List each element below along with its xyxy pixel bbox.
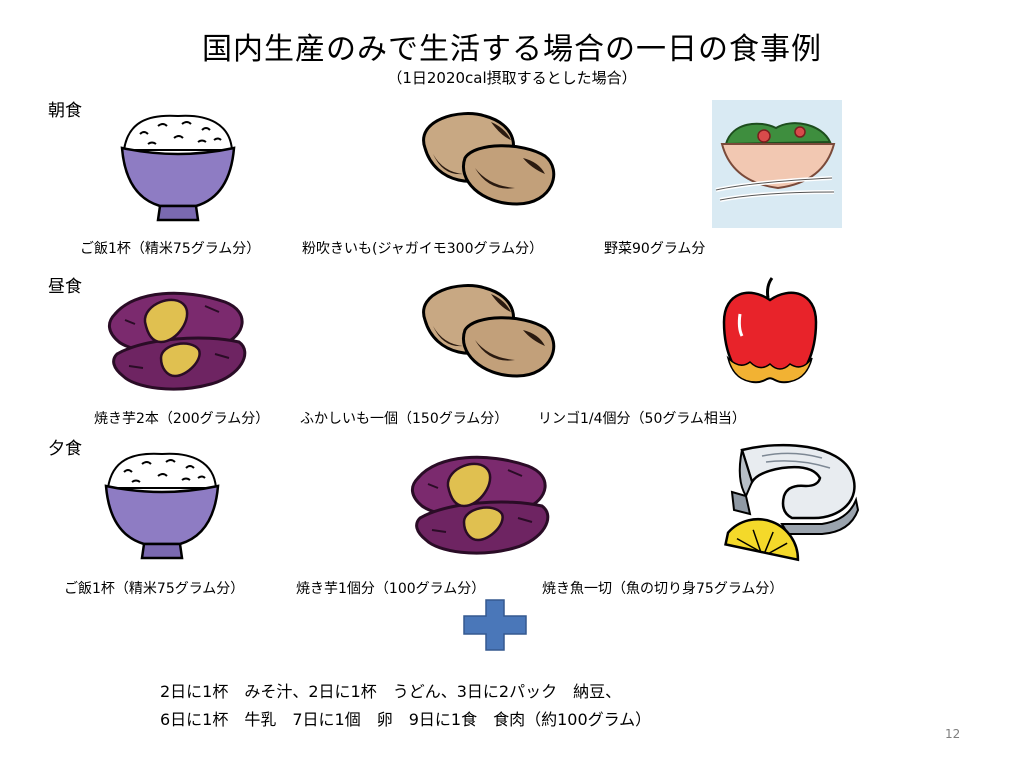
caption-breakfast-potato: 粉吹きいも(ジャガイモ300グラム分） — [302, 241, 544, 257]
extras-line-1: 2日に1杯 みそ汁、2日に1杯 うどん、3日に2パック 納豆、 — [160, 682, 622, 701]
caption-lunch-sweet-potato: 焼き芋2本（200グラム分） — [94, 411, 270, 427]
rice-bowl-icon — [104, 452, 220, 560]
caption-dinner-rice: ご飯1杯（精米75グラム分） — [64, 581, 245, 597]
caption-dinner-sweet-potato: 焼き芋1個分（100グラム分） — [296, 581, 486, 597]
grilled-fish-icon — [724, 443, 860, 562]
caption-lunch-steamed-potato: ふかしいも一個（150グラム分） — [300, 411, 509, 427]
slide-title: 国内生産のみで生活する場合の一日の食事例 — [202, 32, 822, 67]
potato-icon — [422, 284, 556, 378]
apple-icon — [722, 277, 818, 384]
extras-line-2: 6日に1杯 牛乳 7日に1個 卵 9日に1食 食肉（約100グラム） — [160, 710, 652, 729]
page-number: 12 — [945, 727, 961, 741]
meal-label-lunch: 昼食 — [48, 277, 82, 297]
slide-subtitle: （1日2020cal摂取するとした場合） — [387, 69, 637, 87]
meal-label-breakfast: 朝食 — [48, 101, 82, 121]
sweet-potato-icon — [411, 455, 550, 555]
sweet-potato-icon — [108, 291, 247, 391]
meal-label-dinner: 夕食 — [48, 439, 82, 459]
caption-breakfast-vegetables: 野菜90グラム分 — [604, 241, 706, 257]
potato-icon — [422, 112, 556, 206]
caption-dinner-fish: 焼き魚一切（魚の切り身75グラム分） — [542, 581, 784, 597]
rice-bowl-icon — [120, 114, 236, 222]
caption-breakfast-rice: ご飯1杯（精米75グラム分） — [80, 241, 261, 257]
salad-icon — [712, 100, 842, 228]
caption-lunch-apple: リンゴ1/4個分（50グラム相当） — [538, 411, 746, 427]
plus-icon — [463, 599, 527, 651]
